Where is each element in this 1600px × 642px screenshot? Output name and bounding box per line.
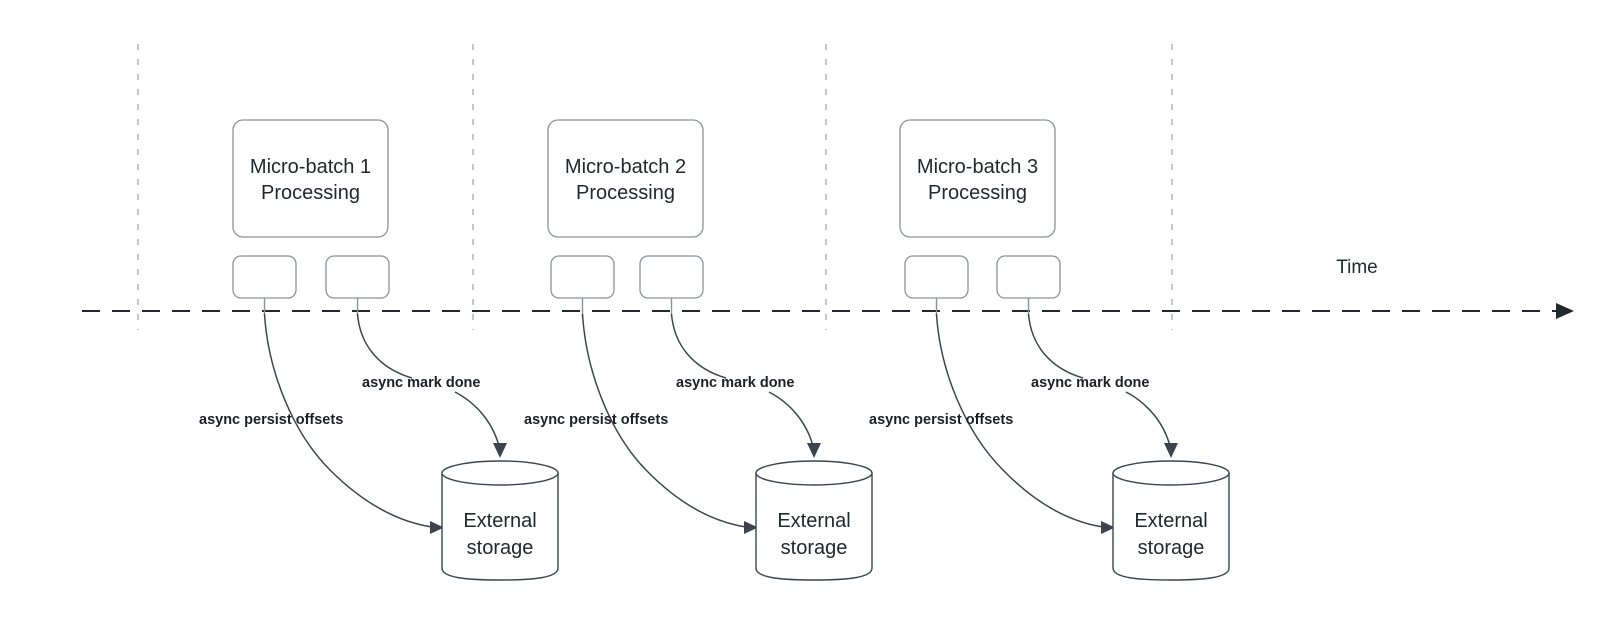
time-axis-label: Time (1336, 257, 1378, 278)
micro-batch-2-box[interactable] (547, 119, 704, 238)
edge-label-persist-offsets-3: async persist offsets (869, 412, 1013, 428)
edge-mark-done-1-arrowhead-icon (493, 443, 507, 458)
micro-batch-2-label-line2: Processing (576, 182, 675, 204)
micro-batch-1-box[interactable] (232, 119, 389, 238)
time-axis: Time (82, 257, 1574, 319)
edge-persist-offsets-2-arrowhead-icon (744, 521, 758, 534)
edge-mark-done-3-arrowhead-icon (1164, 443, 1178, 458)
edge-mark-done-2 (670, 313, 727, 379)
group-2: Micro-batch 2 Processing async persist o… (524, 119, 873, 581)
task-box-2b[interactable] (639, 255, 704, 299)
edge-mark-done-1 (356, 313, 413, 379)
edge-label-mark-done-1: async mark done (362, 375, 480, 391)
micro-batch-1-label-line2: Processing (261, 182, 360, 204)
micro-batch-3-label-line2: Processing (928, 182, 1027, 204)
edge-mark-done-2-arrowhead-icon (807, 443, 821, 458)
task-box-1a[interactable] (232, 255, 297, 299)
micro-batch-1-label-line1: Micro-batch 1 (250, 156, 371, 178)
edge-mark-done-3b (1125, 391, 1171, 447)
edge-mark-done-3 (1027, 313, 1084, 379)
micro-batch-3-label-line1: Micro-batch 3 (917, 156, 1038, 178)
edge-persist-offsets-3-arrowhead-icon (1101, 521, 1115, 534)
edge-mark-done-2b (768, 391, 814, 447)
edge-mark-done-1b (454, 391, 500, 447)
external-storage-2-label-line2: storage (781, 537, 848, 559)
group-3: Micro-batch 3 Processing async persist o… (869, 119, 1230, 581)
task-box-1b[interactable] (325, 255, 390, 299)
external-storage-2-label-line1: External (777, 510, 850, 532)
task-box-3a[interactable] (904, 255, 969, 299)
edge-label-mark-done-3: async mark done (1031, 375, 1149, 391)
edge-persist-offsets-1 (263, 313, 433, 528)
edge-label-mark-done-2: async mark done (676, 375, 794, 391)
task-box-2a[interactable] (550, 255, 615, 299)
external-storage-1[interactable]: External storage (441, 460, 559, 581)
micro-batch-2-label-line1: Micro-batch 2 (565, 156, 686, 178)
guide-lines (137, 44, 1173, 330)
edge-persist-offsets-3 (935, 313, 1104, 528)
external-storage-2[interactable]: External storage (755, 460, 873, 581)
task-box-3b[interactable] (996, 255, 1061, 299)
cylinder-top-ellipse-2 (755, 460, 873, 486)
time-axis-arrow-icon (1556, 303, 1574, 319)
group-1: Micro-batch 1 Processing async persist o… (199, 119, 559, 581)
edge-label-persist-offsets-2: async persist offsets (524, 412, 668, 428)
cylinder-top-ellipse-1 (441, 460, 559, 486)
edge-persist-offsets-1-arrowhead-icon (430, 521, 444, 534)
external-storage-3-label-line1: External (1134, 510, 1207, 532)
micro-batch-3-box[interactable] (899, 119, 1056, 238)
cylinder-top-ellipse-3 (1112, 460, 1230, 486)
external-storage-3[interactable]: External storage (1112, 460, 1230, 581)
edge-label-persist-offsets-1: async persist offsets (199, 412, 343, 428)
external-storage-1-label-line1: External (463, 510, 536, 532)
edge-persist-offsets-2 (581, 313, 747, 528)
external-storage-3-label-line2: storage (1138, 537, 1205, 559)
external-storage-1-label-line2: storage (467, 537, 534, 559)
